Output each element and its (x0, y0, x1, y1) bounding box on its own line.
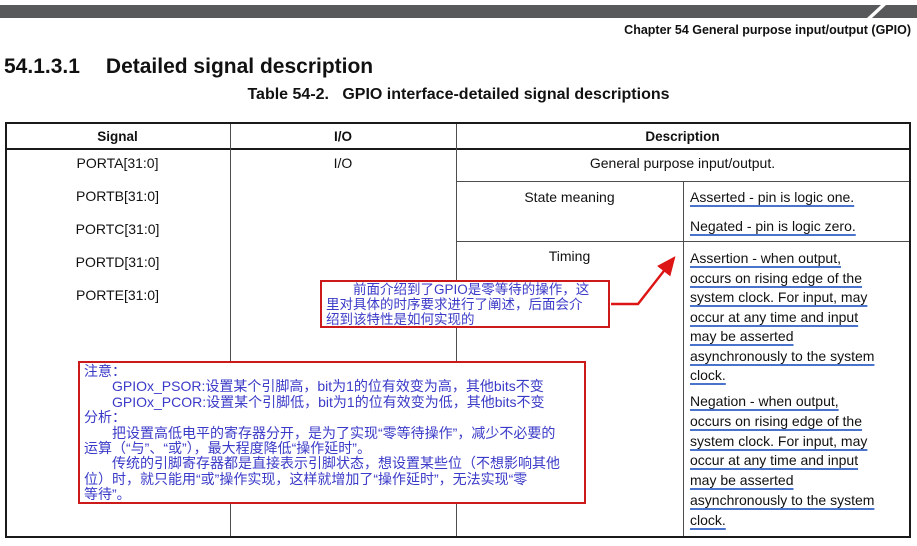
signal-cell: PORTD[31:0] (75, 254, 160, 270)
signal-cell: PORTE[31:0] (75, 287, 159, 303)
state-asserted-text: Asserted - pin is logic one. (690, 189, 855, 205)
table-grid-hline (457, 181, 909, 182)
note-annotation-callout: 注意： GPIOx_PSOR:设置某个引脚高，bit为1的位有效变为高，其他bi… (78, 361, 586, 504)
column-header-description: Description (645, 129, 720, 144)
table-grid-vline (456, 124, 457, 536)
assertion-line: may be asserted (690, 328, 794, 344)
negation-line: occurs on rising edge of the (690, 412, 862, 429)
signal-cell: PORTB[31:0] (75, 188, 159, 204)
signal-cell: PORTC[31:0] (75, 221, 160, 237)
table-caption: Table 54-2. GPIO interface-detailed sign… (247, 86, 670, 103)
timing-assertion-paragraph: Assertion - when output, occurs on risin… (690, 249, 910, 386)
signal-cell: PORTA[31:0] (76, 155, 159, 171)
assertion-line: clock. (690, 367, 726, 383)
negation-line: asynchronously to the system (690, 491, 875, 508)
assertion-line: Assertion - when output, (690, 250, 841, 266)
negation-line: occur at any time and input (690, 452, 859, 469)
state-meaning-label: State meaning (524, 189, 615, 205)
assertion-line: occurs on rising edge of the (690, 269, 862, 286)
timing-label: Timing (548, 248, 591, 264)
callout-line: 前面介绍到了GPIO是零等待的操作，这 (326, 282, 590, 297)
assertion-line: occur at any time and input (690, 308, 859, 325)
callout-line: 运算（“与”、“或”），最大程度降低“操作延时”。 (84, 440, 371, 457)
callout-line: 里对具体的时序要求进行了阐述，后面会介 (326, 296, 583, 312)
header-bar-left (0, 5, 881, 18)
callout-line: 传统的引脚寄存器都是直接表示引脚状态，想设置某些位（不想影响其他 (84, 455, 560, 472)
header-bar-right (872, 5, 917, 18)
negation-line: clock. (690, 511, 726, 528)
section-heading: 54.1.3.1 Detailed signal description (4, 55, 373, 79)
state-negated-text: Negated - pin is logic zero. (690, 218, 856, 234)
callout-line: 把设置高低电平的寄存器分开，是为了实现“零等待操作”，减少不必要的 (84, 424, 556, 441)
table-grid-vline (683, 182, 684, 536)
callout-line: 位）时，就只能用“或”操作实现，这样就增加了“操作延时”，无法实现“零 (84, 470, 528, 487)
timing-annotation-callout: 前面介绍到了GPIO是零等待的操作，这 里对具体的时序要求进行了阐述，后面会介 … (320, 280, 610, 328)
callout-line: 绍到该特性是如何实现的 (326, 311, 475, 327)
column-header-signal: Signal (97, 129, 138, 144)
section-number: 54.1.3.1 (4, 55, 80, 78)
table-grid-hline (457, 241, 909, 242)
negation-line: Negation - when output, (690, 393, 839, 409)
assertion-line: asynchronously to the system (690, 347, 875, 364)
timing-negation-paragraph: Negation - when output, occurs on rising… (690, 392, 910, 531)
assertion-line: system clock. For input, may (690, 289, 868, 305)
callout-line: 注意： (84, 363, 126, 379)
description-general: General purpose input/output. (589, 155, 776, 171)
callout-line: GPIOx_PSOR:设置某个引脚高，bit为1的位有效变为高，其他bits不变 (84, 378, 544, 395)
table-header-separator (7, 148, 909, 150)
negation-line: system clock. For input, may (690, 432, 868, 449)
chapter-heading: Chapter 54 General purpose input/output … (624, 23, 911, 37)
callout-line: 分析： (84, 409, 126, 426)
io-cell: I/O (333, 155, 353, 171)
column-header-io: I/O (333, 129, 352, 144)
callout-line: 等待”。 (84, 486, 131, 503)
callout-line: GPIOx_PCOR:设置某个引脚低，bit为1的位有效变为低，其他bits不变 (84, 393, 545, 410)
section-title: Detailed signal description (105, 55, 374, 78)
page-header-bar (0, 5, 917, 18)
negation-line: may be asserted (690, 472, 794, 489)
signal-table (5, 122, 911, 538)
table-grid-vline (230, 124, 231, 536)
